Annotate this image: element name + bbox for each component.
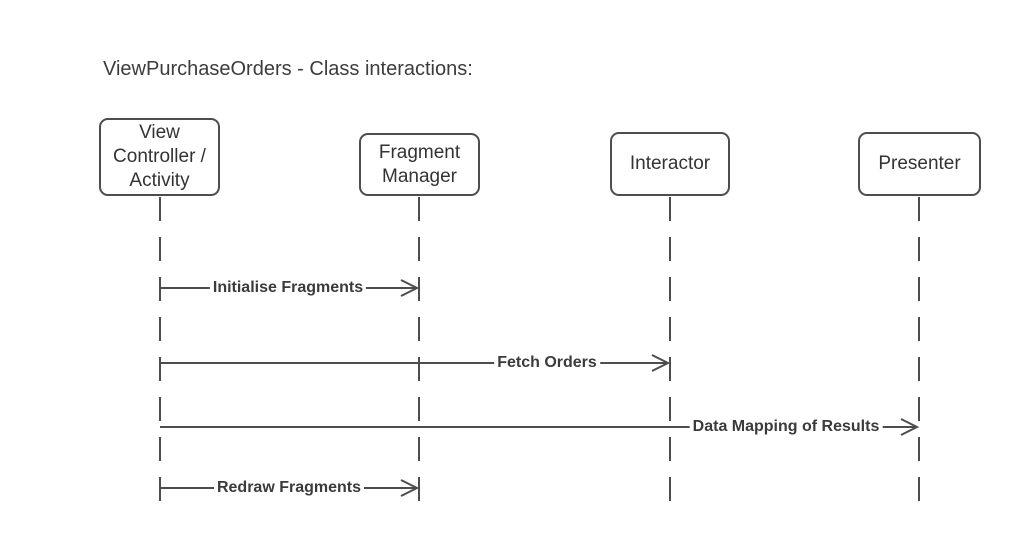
actor-box-fragment-manager: Fragment Manager (359, 133, 480, 196)
arrowhead-icon (651, 354, 671, 372)
arrowhead-icon (400, 279, 420, 297)
message-label-redraw-fragments: Redraw Fragments (213, 479, 365, 497)
message-label-fetch-orders: Fetch Orders (494, 354, 600, 372)
diagram-title: ViewPurchaseOrders - Class interactions: (103, 58, 473, 80)
actor-box-presenter: Presenter (858, 132, 981, 196)
actor-box-interactor: Interactor (610, 132, 730, 196)
arrowhead-icon (400, 479, 420, 497)
actor-box-view-controller: View Controller / Activity (99, 118, 220, 196)
arrowhead-icon (900, 418, 920, 436)
message-label-data-mapping-of-results: Data Mapping of Results (689, 418, 883, 436)
message-label-initialise-fragments: Initialise Fragments (209, 279, 367, 297)
